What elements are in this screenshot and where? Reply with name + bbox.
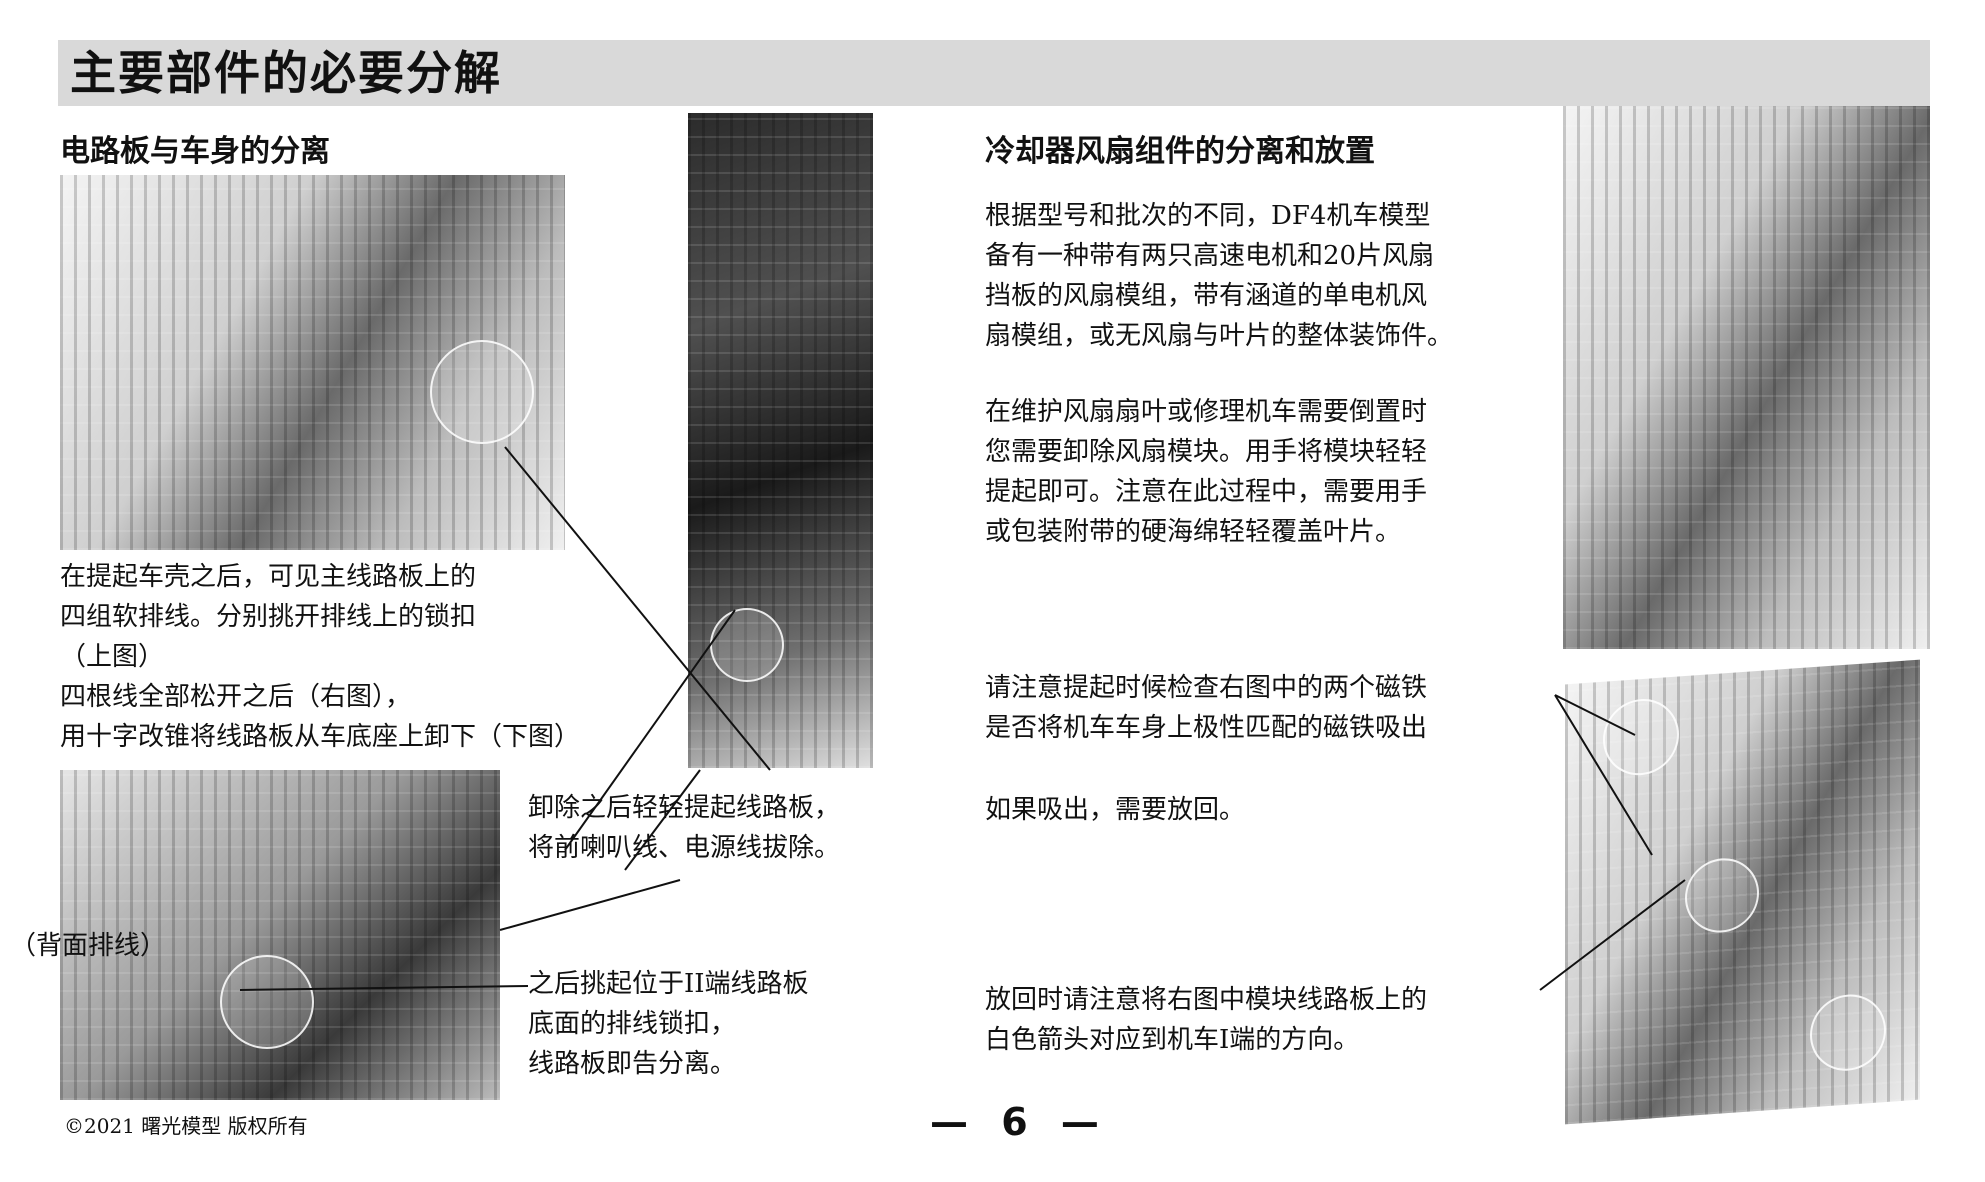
footer-copyright: ©2021 曙光模型 版权所有 bbox=[64, 1114, 308, 1138]
highlight-circle bbox=[220, 955, 314, 1049]
photo-fan-module-underside bbox=[1565, 659, 1920, 1125]
photo-texture bbox=[688, 113, 873, 768]
left-section-title: 电路板与车身的分离 bbox=[60, 134, 330, 169]
leader-line bbox=[499, 879, 681, 931]
highlight-circle bbox=[710, 608, 784, 682]
text-line: 线路板即告分离。 bbox=[528, 1049, 737, 1079]
header-bar bbox=[58, 40, 1930, 106]
text-line: 放回时请注意将右图中模块线路板上的 bbox=[985, 985, 1428, 1015]
left-paragraph-1: 在提起车壳之后，可见主线路板上的 四组软排线。分别挑开排线上的锁扣 （上图） 四… bbox=[60, 557, 580, 757]
text-line: 备有一种带有两只高速电机和20片风扇 bbox=[985, 241, 1435, 271]
side-label-back-cable: （背面排线） bbox=[10, 931, 167, 961]
text-line: 底面的排线锁扣， bbox=[528, 1009, 737, 1039]
text-line: （上图） bbox=[60, 642, 165, 672]
photo-screwdriver-removal bbox=[60, 770, 500, 1100]
text-line: 卸除之后轻轻提起线路板， bbox=[528, 793, 841, 823]
left-paragraph-2: 卸除之后轻轻提起线路板， 将前喇叭线、电源线拔除。 bbox=[528, 788, 840, 868]
highlight-circle bbox=[430, 340, 534, 444]
right-paragraph-1: 根据型号和批次的不同，DF4机车模型 备有一种带有两只高速电机和20片风扇 挡板… bbox=[985, 196, 1453, 356]
text-line: 之后挑起位于II端线路板 bbox=[528, 969, 809, 999]
text-line: 挡板的风扇模组，带有涵道的单电机风 bbox=[985, 281, 1428, 311]
right-section-title: 冷却器风扇组件的分离和放置 bbox=[985, 134, 1375, 169]
text-line: 提起即可。注意在此过程中，需要用手 bbox=[985, 477, 1428, 507]
right-paragraph-3: 请注意提起时候检查右图中的两个磁铁 是否将机车车身上极性匹配的磁铁吸出 bbox=[985, 668, 1427, 748]
text-line: 您需要卸除风扇模块。用手将模块轻轻 bbox=[985, 437, 1428, 467]
text-line: 扇模组，或无风扇与叶片的整体装饰件。 bbox=[985, 321, 1454, 351]
text-line: 用十字改锥将线路板从车底座上卸下（下图） bbox=[60, 722, 581, 752]
photo-texture bbox=[1563, 106, 1930, 649]
text-line: 白色箭头对应到机车I端的方向。 bbox=[985, 1025, 1360, 1055]
text-line: 在提起车壳之后，可见主线路板上的 bbox=[60, 562, 477, 592]
text-line: 四根线全部松开之后（右图）， bbox=[60, 682, 412, 712]
right-paragraph-5: 放回时请注意将右图中模块线路板上的 白色箭头对应到机车I端的方向。 bbox=[985, 980, 1427, 1060]
text-line: 或包装附带的硬海绵轻轻覆盖叶片。 bbox=[985, 517, 1402, 547]
photo-circuit-board-vertical bbox=[688, 113, 873, 768]
left-paragraph-3: 之后挑起位于II端线路板 底面的排线锁扣， 线路板即告分离。 bbox=[528, 964, 809, 1084]
text-line: 是否将机车车身上极性匹配的磁铁吸出 bbox=[985, 713, 1428, 743]
text-line: 根据型号和批次的不同，DF4机车模型 bbox=[985, 201, 1431, 231]
page-number: — 6 — bbox=[930, 1100, 1109, 1144]
text-line: 请注意提起时候检查右图中的两个磁铁 bbox=[985, 673, 1428, 703]
photo-fan-module-lift bbox=[1563, 106, 1930, 649]
text-line: 将前喇叭线、电源线拔除。 bbox=[528, 833, 841, 863]
page-title: 主要部件的必要分解 bbox=[70, 46, 502, 100]
text-line: 在维护风扇扇叶或修理机车需要倒置时 bbox=[985, 397, 1428, 427]
right-paragraph-2: 在维护风扇扇叶或修理机车需要倒置时 您需要卸除风扇模块。用手将模块轻轻 提起即可… bbox=[985, 392, 1427, 552]
photo-circuit-board-top bbox=[60, 175, 565, 550]
text-line: 四组软排线。分别挑开排线上的锁扣 bbox=[60, 602, 477, 632]
right-paragraph-4: 如果吸出，需要放回。 bbox=[985, 795, 1246, 825]
